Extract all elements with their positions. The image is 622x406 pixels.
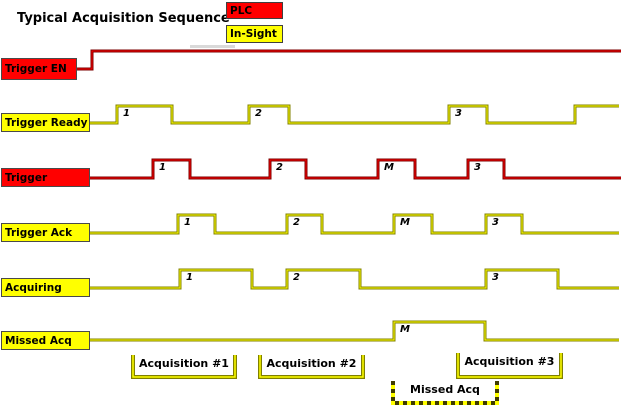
bracket-label-acquisition-1: Acquisition #1 [139,357,229,370]
pulse-mark: 2 [255,108,262,119]
signal-label-trigger-ready: Trigger Ready [1,113,90,132]
signal-label-acquiring: Acquiring [1,278,90,297]
signal-label-trigger-en: Trigger EN [1,58,77,80]
pulse-mark: M [400,217,410,228]
pulse-mark: M [384,162,394,173]
signal-label-missed-acq: Missed Acq [1,331,90,350]
gray-strip [190,45,235,48]
pulse-mark: 1 [184,217,191,228]
bracket-label-missed-acq: Missed Acq [410,383,480,396]
legend-plc: PLC [226,2,283,19]
legend-insight: In-Sight [226,25,283,43]
pulse-mark: 3 [492,272,499,283]
pulse-mark: 2 [293,217,300,228]
legend-insight-label: In-Sight [230,28,277,40]
bracket-label-acquisition-2: Acquisition #2 [266,357,357,370]
pulse-mark: 3 [492,217,499,228]
signal-label-trigger-ack: Trigger Ack [1,223,90,242]
pulse-mark: 1 [159,162,166,173]
diagram-title: Typical Acquisition Sequence [17,11,230,26]
pulse-mark: 2 [276,162,283,173]
pulse-mark: 1 [186,272,193,283]
legend-plc-label: PLC [230,4,253,17]
pulse-mark: 1 [123,108,130,119]
signal-label-trigger: Trigger [1,168,90,187]
pulse-mark: M [400,324,410,335]
pulse-mark: 3 [474,162,481,173]
bracket-label-acquisition-3: Acquisition #3 [464,355,555,368]
pulse-mark: 2 [293,272,300,283]
pulse-mark: 3 [455,108,462,119]
